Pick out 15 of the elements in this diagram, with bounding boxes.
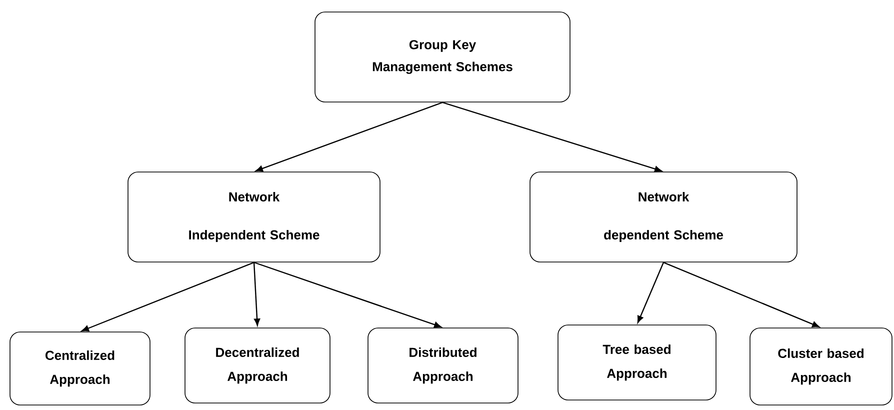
- arrow: [663, 262, 820, 328]
- arrow: [253, 262, 260, 326]
- process-box: Centralized Approach: [10, 332, 150, 406]
- arrow: [256, 102, 443, 172]
- process-box: Distributed Approach: [368, 328, 518, 404]
- process-box: Group Key Management Schemes: [314, 12, 570, 102]
- process-box: Decentralized Approach: [184, 328, 330, 404]
- process-box: Cluster based Approach: [750, 328, 892, 406]
- arrow: [442, 102, 662, 172]
- process-box: Network Independent Scheme: [128, 172, 380, 262]
- process-box: Network dependent Scheme: [530, 172, 798, 262]
- arrow: [254, 262, 442, 328]
- process-box: Tree based Approach: [558, 324, 716, 400]
- arrow: [82, 262, 254, 332]
- arrow: [637, 262, 664, 323]
